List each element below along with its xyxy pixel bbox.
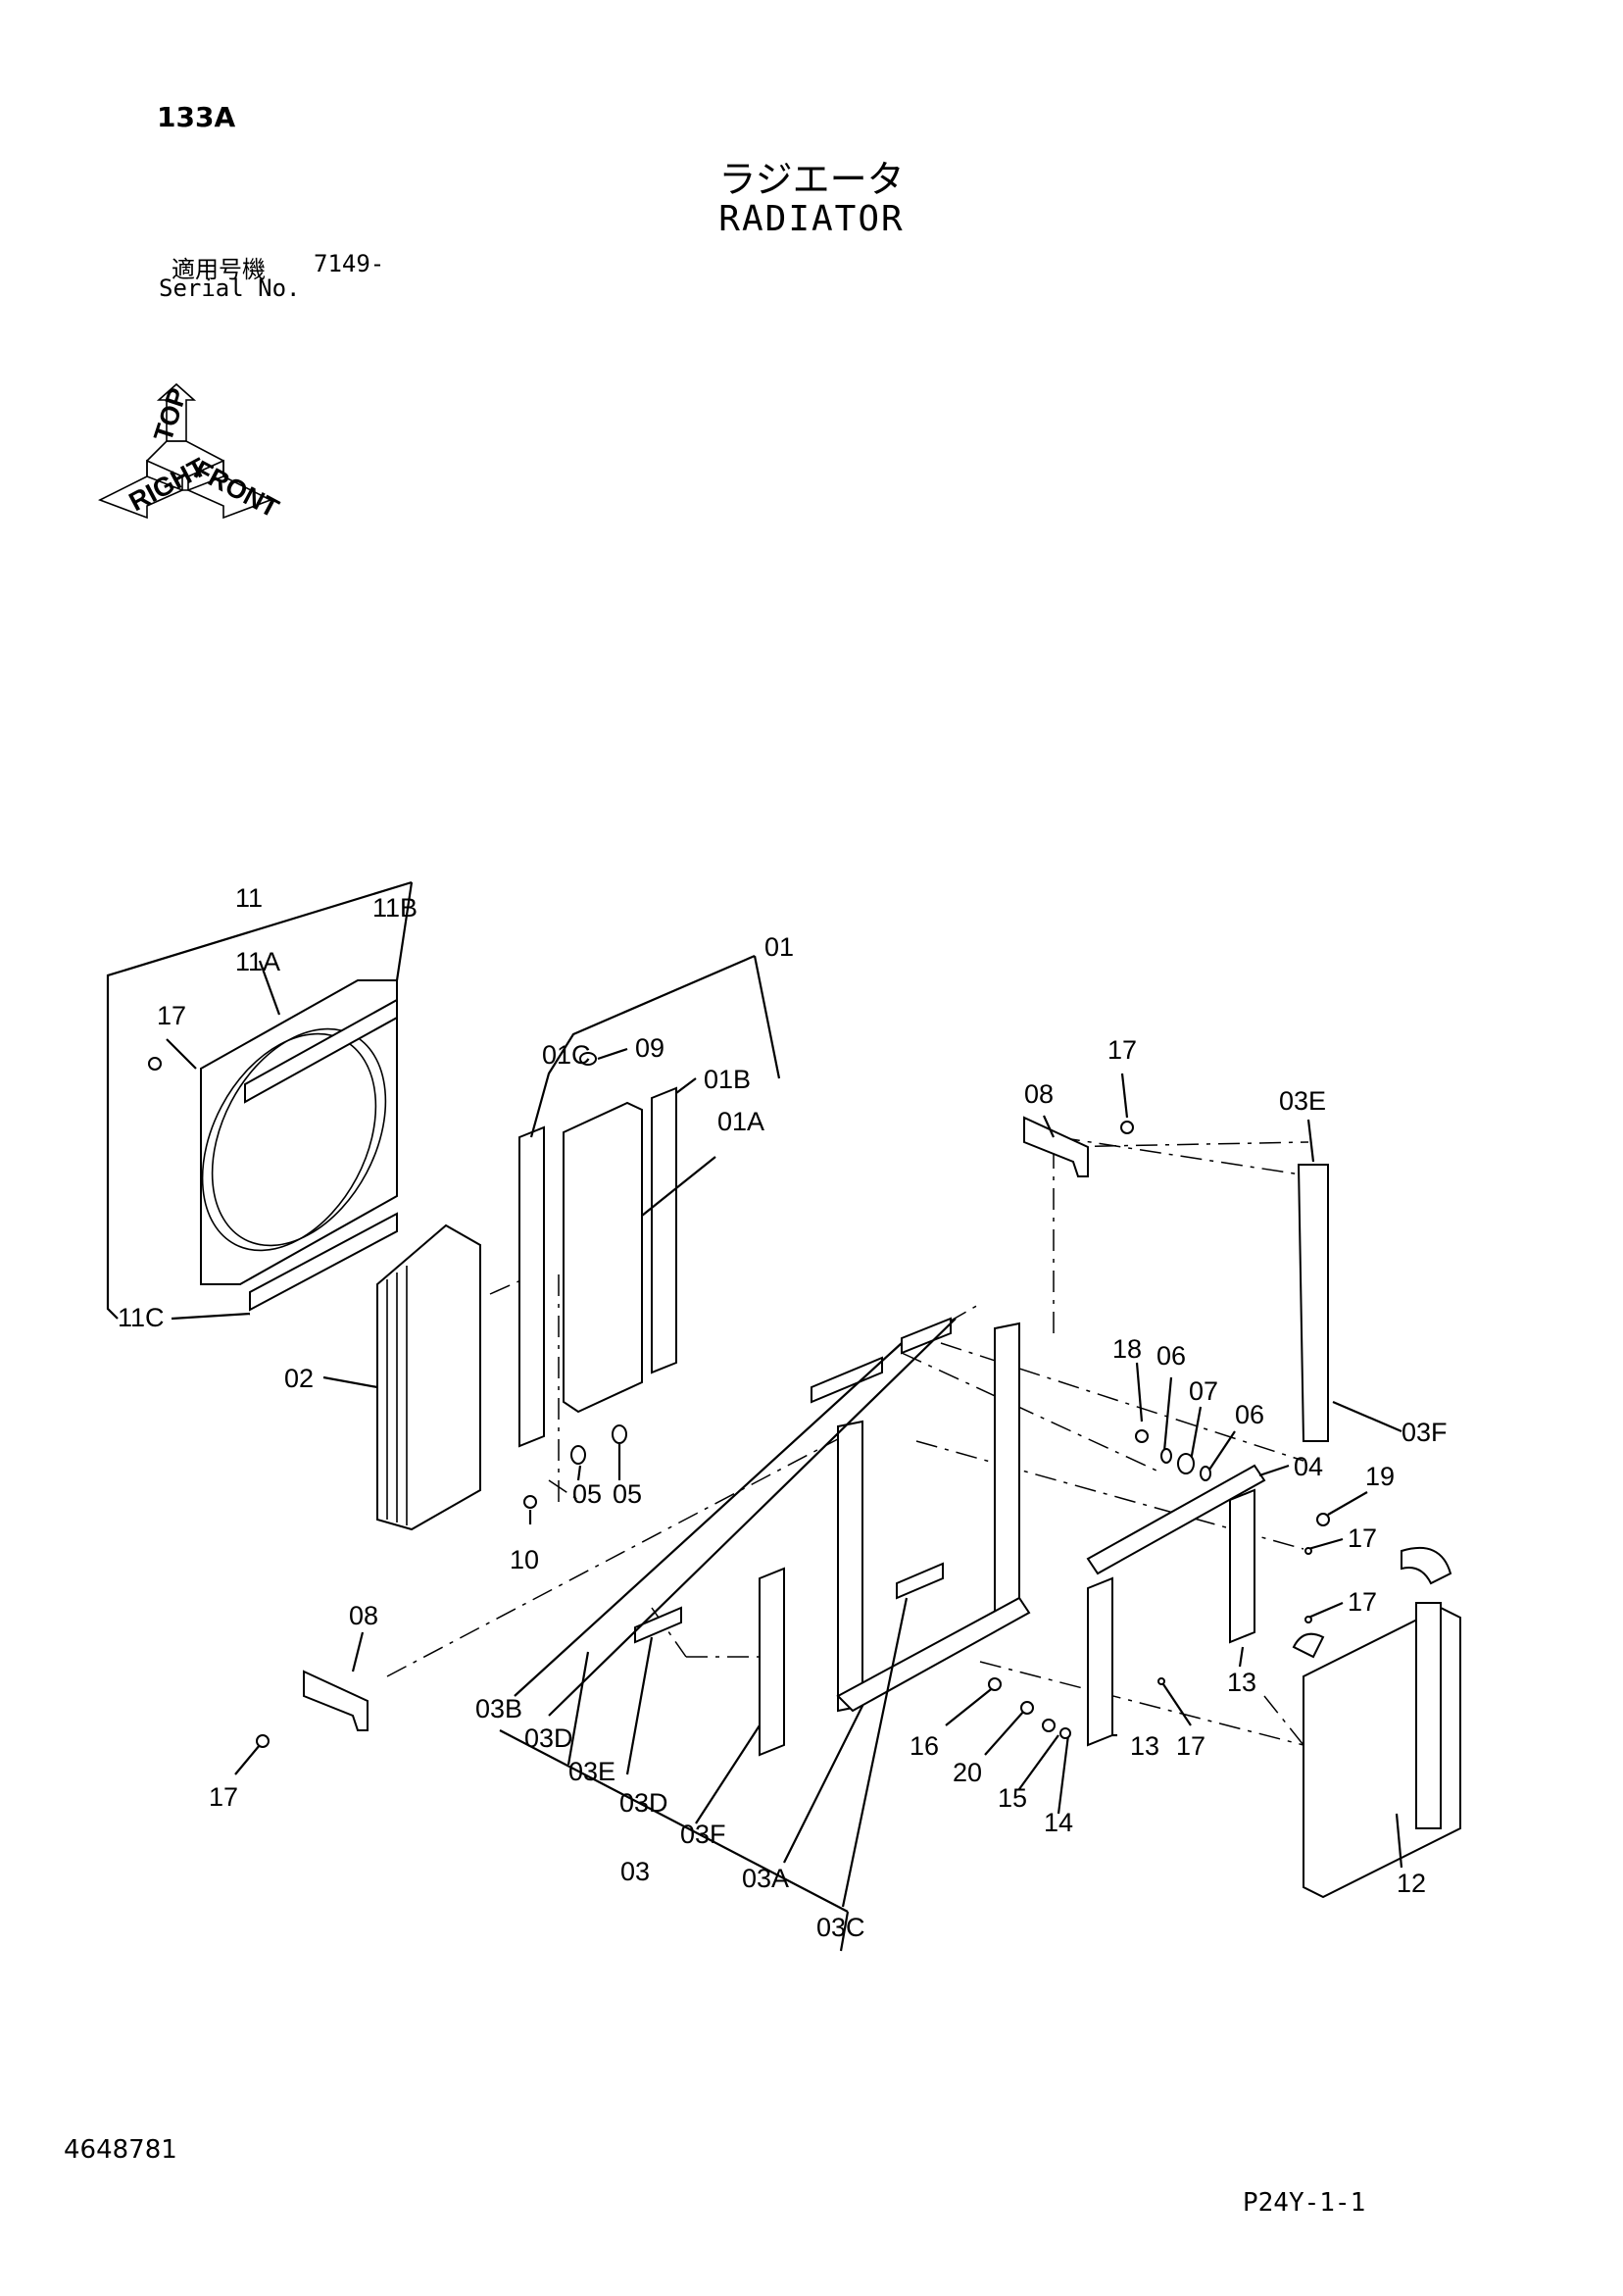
orientation-right-label: RIGHT [124, 452, 212, 517]
callout-17-right-lower: 17 [1348, 1587, 1377, 1617]
callout-17-bracket-top: 17 [1107, 1035, 1137, 1065]
callout-03a: 03A [742, 1864, 789, 1893]
callout-15: 15 [998, 1783, 1027, 1813]
callout-03e: 03E [568, 1757, 615, 1786]
callout-17-shroud: 17 [157, 1001, 186, 1030]
callout-17-right-upper: 17 [1348, 1523, 1377, 1553]
serial-label-japanese: 適用号機 [172, 256, 266, 283]
title-japanese: ラジエータ [718, 158, 905, 201]
frame-parts-03 [634, 1164, 1329, 1757]
page-number: 133A [157, 101, 236, 133]
intercooler-part-12 [1292, 1546, 1461, 1899]
callout-07: 07 [1189, 1376, 1218, 1406]
fastener-hardware [148, 1057, 1330, 1748]
callout-10: 10 [510, 1545, 539, 1574]
callout-03: 03 [620, 1857, 650, 1886]
callout-01b: 01B [704, 1065, 751, 1094]
callout-13-right: 13 [1227, 1668, 1256, 1697]
callout-02: 02 [284, 1364, 314, 1393]
callout-11: 11 [235, 883, 263, 913]
callout-08-top: 08 [1024, 1079, 1054, 1109]
callout-04: 04 [1294, 1452, 1323, 1481]
serial-label-english: Serial No. [159, 275, 301, 302]
part-callout-labels: 11 11B 11A 17 11C 02 01 01C 09 01B 01A 0… [118, 883, 1448, 1942]
callout-17-bottom: 17 [209, 1782, 238, 1812]
callout-03d-lower: 03D [619, 1788, 668, 1818]
radiator-core-part-02 [376, 1223, 481, 1531]
callout-17-lower: 17 [1176, 1731, 1205, 1761]
callout-03f: 03F [680, 1820, 726, 1849]
title-english: RADIATOR [718, 199, 905, 239]
callout-03d-upper: 03D [524, 1723, 573, 1753]
serial-number-value: 7149- [314, 250, 385, 277]
callout-01c: 01C [542, 1040, 591, 1070]
callout-11c: 11C [118, 1303, 165, 1332]
callout-19: 19 [1365, 1462, 1395, 1491]
callout-03e-right: 03E [1279, 1086, 1326, 1116]
support-bracket-part-04 [1086, 1464, 1266, 1747]
mounting-bracket-part-08 [303, 1116, 1089, 1731]
callout-14: 14 [1044, 1808, 1073, 1837]
callout-06-lower: 06 [1235, 1400, 1264, 1429]
callout-01a: 01A [717, 1107, 764, 1136]
callout-leader-lines [106, 880, 1403, 1952]
callout-11a: 11A [235, 947, 280, 976]
callout-05-left: 05 [572, 1479, 602, 1509]
callout-09: 09 [635, 1033, 664, 1063]
orientation-indicator-icon: TOP FRONT RIGHT [98, 382, 284, 524]
callout-20: 20 [953, 1758, 982, 1787]
callout-12: 12 [1397, 1869, 1426, 1898]
callout-13-left: 13 [1130, 1731, 1159, 1761]
callout-01: 01 [764, 932, 794, 962]
callout-11b: 11B [372, 893, 418, 923]
callout-16: 16 [910, 1731, 939, 1761]
callout-06-upper: 06 [1156, 1341, 1186, 1371]
callout-05-right: 05 [613, 1479, 642, 1509]
radiator-tank-parts-01 [518, 1052, 677, 1509]
callout-18: 18 [1112, 1334, 1142, 1364]
callout-03f-right: 03F [1402, 1418, 1448, 1447]
sheet-reference: P24Y-1-1 [1243, 2188, 1366, 2218]
fan-shroud-part-11 [200, 979, 398, 1312]
callout-03b: 03B [475, 1694, 522, 1723]
callout-03c: 03C [816, 1913, 865, 1942]
document-number: 4648781 [64, 2135, 177, 2165]
callout-08-bottom: 08 [349, 1601, 378, 1630]
